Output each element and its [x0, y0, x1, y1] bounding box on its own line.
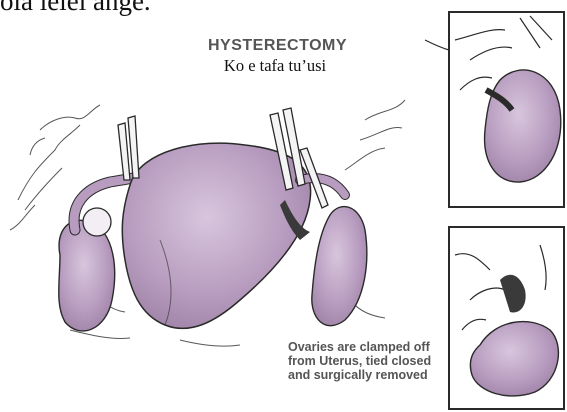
left-ligament-knot	[83, 208, 111, 236]
left-ovary	[59, 220, 115, 331]
inset-connector-line	[425, 40, 449, 50]
diagram-caption: Ovaries are clamped off from Uterus, tie…	[288, 340, 468, 382]
diagram-subtitle: Ko e tafa tu’usi	[175, 56, 375, 76]
caption-line: Ovaries are clamped off	[288, 340, 468, 354]
inset-panel-top	[449, 12, 564, 207]
caption-line: from Uterus, tied closed	[288, 354, 468, 368]
caption-line: and surgically removed	[288, 368, 468, 382]
diagram-title: HYSTERECTOMY	[170, 37, 385, 55]
